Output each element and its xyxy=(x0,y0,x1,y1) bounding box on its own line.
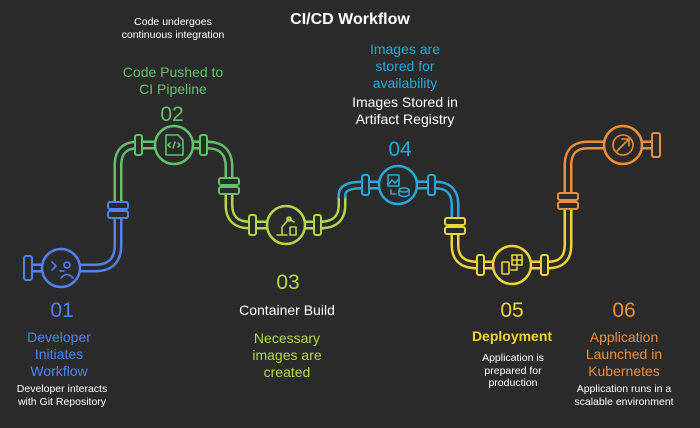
step-number-02: 02 xyxy=(160,103,184,126)
step-heading-04: Images Stored in Artifact Registry xyxy=(352,94,458,127)
pipe-flange xyxy=(199,134,208,156)
step-number-06: 06 xyxy=(612,299,636,322)
step-heading-05: Deployment xyxy=(471,328,553,344)
step-description-05: Application is prepared for production xyxy=(482,352,544,390)
pipe-flange xyxy=(361,174,370,196)
step-number-04: 04 xyxy=(388,138,412,161)
pipe-flange xyxy=(427,174,436,196)
step-heading-02: Code Pushed to CI Pipeline xyxy=(122,64,224,97)
step-number-01: 01 xyxy=(50,299,74,322)
pipe-flange xyxy=(540,254,549,276)
pipe-flange xyxy=(107,201,129,210)
step-description-02: Code undergoes continuous integration xyxy=(121,16,225,41)
step-description-03: Necessary images are created xyxy=(252,330,322,380)
step-description-01: Developer interacts with Git Repository xyxy=(16,383,108,408)
pipe-flange xyxy=(107,210,129,219)
step-heading-03: Container Build xyxy=(239,302,335,318)
step-number-05: 05 xyxy=(500,299,524,322)
pipe-flange xyxy=(444,226,466,235)
pipe-flange xyxy=(23,255,33,281)
pipe-flange xyxy=(134,134,143,156)
kubernetes-icon xyxy=(602,124,644,166)
pipe-flange xyxy=(557,192,579,201)
step-heading-06: Application Launched in Kubernetes xyxy=(585,329,663,379)
pipe-flange xyxy=(476,254,485,276)
pipe-flange xyxy=(557,201,579,210)
pipe-flange xyxy=(218,186,240,195)
pipe-flange xyxy=(218,177,240,186)
image-storage-icon xyxy=(377,164,419,206)
robot-arm-icon xyxy=(265,204,307,246)
step-description-06: Application runs in a scalable environme… xyxy=(574,383,674,408)
pipe-flange xyxy=(313,214,322,236)
code-file-icon xyxy=(153,124,195,166)
pipe-flange xyxy=(248,214,257,236)
step-description-04: Images are stored for availability xyxy=(369,41,441,91)
page-title: CI/CD Workflow xyxy=(290,11,410,28)
step-number-03: 03 xyxy=(276,271,300,294)
deployment-icon xyxy=(491,244,533,286)
pipe-flange xyxy=(444,217,466,226)
code-developer-icon xyxy=(40,247,82,289)
step-heading-01: Developer Initiates Workflow xyxy=(27,329,91,379)
pipe-flange xyxy=(651,132,661,158)
